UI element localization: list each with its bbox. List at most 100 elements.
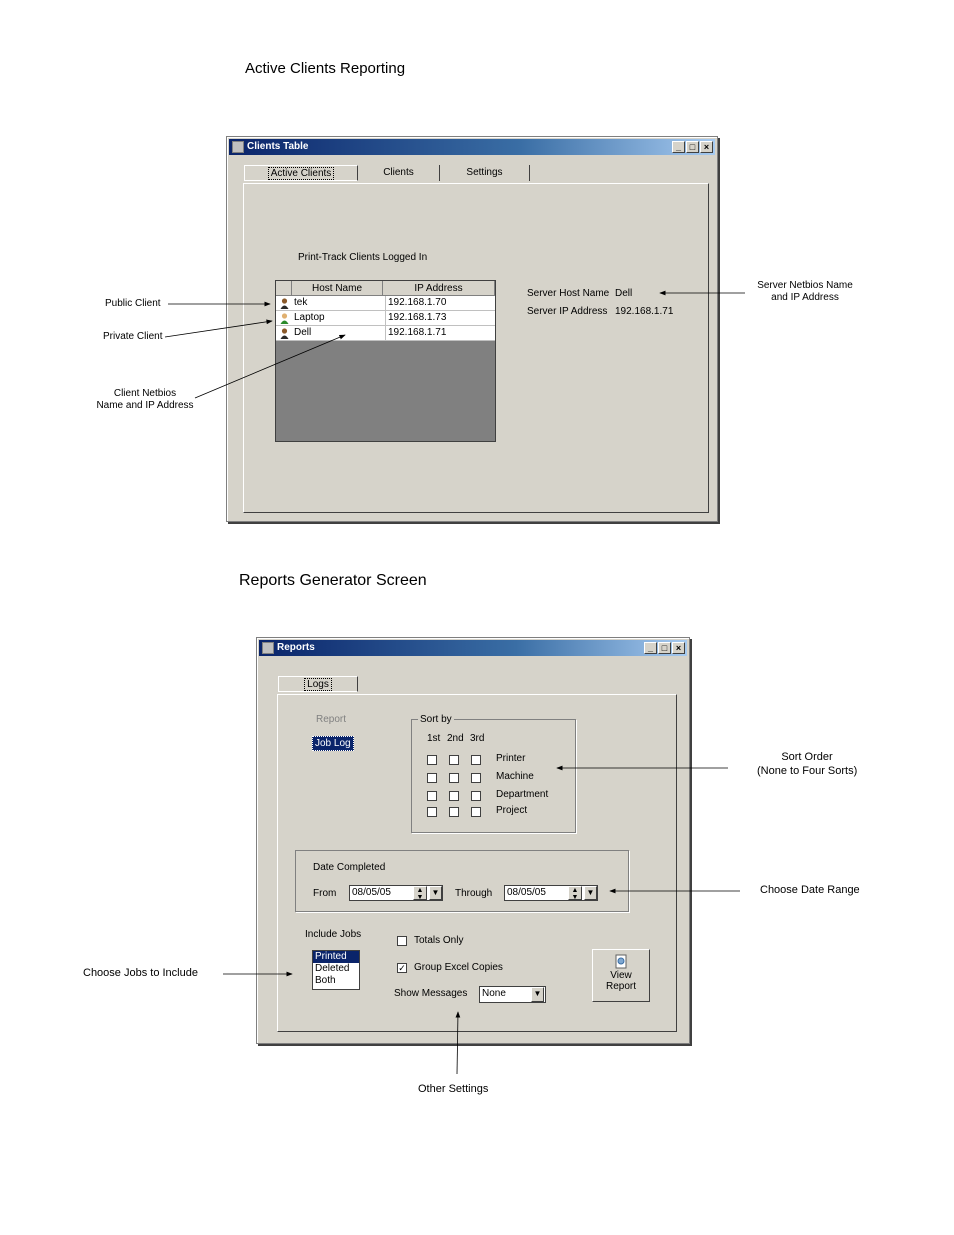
leader-private-client	[164, 319, 273, 338]
sort-item-machine: Machine	[496, 771, 534, 782]
from-date-spinner[interactable]: ▲▼	[413, 886, 427, 901]
include-jobs-listbox[interactable]: Printed Deleted Both	[312, 950, 360, 990]
reports-titlebar: Reports _□×	[259, 640, 687, 656]
group-excel-label: Group Excel Copies	[414, 962, 503, 973]
annotation-server-netbios: Server Netbios Name and IP Address	[757, 280, 853, 303]
table-row[interactable]: tek 192.168.1.70	[276, 296, 495, 311]
sort-department-2nd-checkbox[interactable]	[449, 791, 459, 801]
sort-col-1st: 1st	[427, 733, 441, 744]
view-report-button[interactable]: View Report	[592, 949, 650, 1002]
include-jobs-label: Include Jobs	[305, 929, 362, 940]
sort-by-label: Sort by	[418, 714, 454, 725]
sort-department-1st-checkbox[interactable]	[427, 791, 437, 801]
maximize-icon[interactable]: □	[658, 642, 671, 654]
window-title: Clients Table	[247, 141, 309, 152]
sort-printer-2nd-checkbox[interactable]	[449, 755, 459, 765]
window-title: Reports	[277, 642, 315, 653]
sort-project-3rd-checkbox[interactable]	[471, 807, 481, 817]
sort-printer-3rd-checkbox[interactable]	[471, 755, 481, 765]
server-ip-value: 192.168.1.71	[615, 306, 674, 317]
close-icon[interactable]: ×	[700, 141, 713, 153]
server-host-label: Server Host Name	[527, 288, 610, 299]
sort-project-1st-checkbox[interactable]	[427, 807, 437, 817]
include-jobs-option-both[interactable]: Both	[315, 975, 336, 986]
leader-client-netbios	[194, 334, 346, 399]
totals-only-label: Totals Only	[414, 935, 464, 946]
minimize-icon[interactable]: _	[644, 642, 657, 654]
clients-logged-in-label: Print-Track Clients Logged In	[298, 252, 428, 263]
include-jobs-option-printed[interactable]: Printed	[313, 951, 359, 963]
private-client-icon	[280, 313, 289, 324]
table-row[interactable]: Dell 192.168.1.71	[276, 326, 495, 341]
grid-header-icon-col	[276, 281, 292, 296]
group-excel-checkbox[interactable]: ✓	[397, 963, 407, 973]
view-report-label-1: View	[610, 970, 632, 981]
table-row[interactable]: Laptop 192.168.1.73	[276, 311, 495, 326]
tab-logs[interactable]: Logs	[278, 676, 358, 692]
totals-only-checkbox[interactable]	[397, 936, 407, 946]
show-messages-label: Show Messages	[394, 988, 468, 999]
sort-printer-1st-checkbox[interactable]	[427, 755, 437, 765]
annotation-sort-order: Sort Order (None to Four Sorts)	[757, 751, 858, 777]
row-ip: 192.168.1.71	[385, 326, 446, 340]
logs-panel	[277, 694, 677, 1032]
public-client-icon	[280, 298, 289, 309]
through-date-spinner[interactable]: ▲▼	[568, 886, 582, 901]
sort-project-2nd-checkbox[interactable]	[449, 807, 459, 817]
leader-other-settings	[455, 1011, 461, 1075]
report-label: Report	[316, 714, 347, 725]
active-clients-panel	[243, 183, 709, 513]
date-completed-label: Date Completed	[313, 862, 386, 873]
maximize-icon[interactable]: □	[686, 141, 699, 153]
report-icon	[615, 954, 627, 969]
tab-clients[interactable]: Clients	[358, 165, 440, 181]
from-label: From	[313, 888, 337, 899]
row-host: Dell	[294, 327, 312, 338]
annotation-client-netbios: Client Netbios Name and IP Address	[96, 388, 194, 411]
close-icon[interactable]: ×	[672, 642, 685, 654]
tab-active-clients[interactable]: Active Clients	[244, 165, 358, 181]
row-host: Laptop	[294, 312, 325, 323]
grid-header-ip[interactable]: IP Address	[383, 281, 495, 296]
row-ip: 192.168.1.73	[385, 311, 446, 325]
tab-settings[interactable]: Settings	[440, 165, 530, 181]
public-client-icon	[280, 328, 289, 339]
annotation-date-range: Choose Date Range	[760, 884, 860, 896]
sort-item-printer: Printer	[496, 753, 526, 764]
include-jobs-option-deleted[interactable]: Deleted	[315, 963, 350, 974]
clients-table-titlebar: Clients Table _□×	[229, 139, 715, 155]
minimize-icon[interactable]: _	[672, 141, 685, 153]
section-heading-active-clients: Active Clients Reporting	[245, 60, 406, 77]
report-value[interactable]: Job Log	[312, 736, 354, 751]
sort-machine-3rd-checkbox[interactable]	[471, 773, 481, 783]
sort-by-group	[411, 719, 576, 833]
show-messages-dropdown-icon[interactable]: ▼	[531, 987, 544, 1002]
annotation-jobs-include: Choose Jobs to Include	[83, 967, 198, 979]
server-ip-label: Server IP Address	[527, 306, 608, 317]
through-label: Through	[455, 888, 493, 899]
clients-grid: Host Name IP Address tek 192.168.1.70 La…	[275, 280, 496, 442]
from-date-dropdown-icon[interactable]: ▼	[429, 886, 442, 900]
sort-col-2nd: 2nd	[447, 733, 464, 744]
app-icon	[262, 642, 274, 654]
row-ip: 192.168.1.70	[385, 296, 446, 310]
sort-item-department: Department	[496, 789, 549, 800]
show-messages-select[interactable]: None	[479, 986, 546, 1003]
clients-table-window: Clients Table _□× Active Clients Clients…	[226, 136, 718, 522]
sort-machine-2nd-checkbox[interactable]	[449, 773, 459, 783]
server-host-value: Dell	[615, 288, 633, 299]
app-icon	[232, 141, 244, 153]
sort-department-3rd-checkbox[interactable]	[471, 791, 481, 801]
sort-item-project: Project	[496, 805, 528, 816]
annotation-other-settings: Other Settings	[418, 1083, 489, 1095]
sort-machine-1st-checkbox[interactable]	[427, 773, 437, 783]
view-report-label-2: Report	[605, 981, 636, 992]
sort-col-3rd: 3rd	[470, 733, 485, 744]
section-heading-reports-generator: Reports Generator Screen	[239, 572, 427, 589]
through-date-dropdown-icon[interactable]: ▼	[584, 886, 597, 900]
reports-window: Reports _□× Logs Report Job Log Sort by …	[256, 637, 690, 1044]
grid-header: Host Name IP Address	[276, 281, 495, 296]
annotation-private-client: Private Client	[103, 331, 163, 342]
grid-header-host[interactable]: Host Name	[292, 281, 383, 296]
